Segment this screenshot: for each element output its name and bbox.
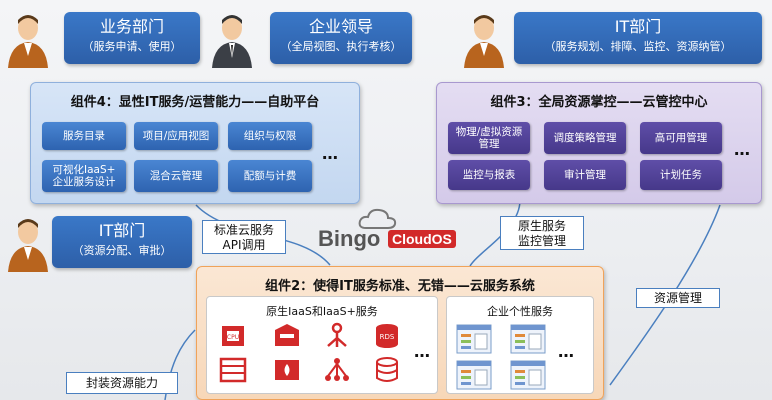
callout-resource-mgmt: 资源管理 (636, 288, 720, 308)
database-icon[interactable] (372, 356, 402, 384)
logo-bingo-text: Bingo (318, 226, 381, 251)
role-leader-subtitle: （全局视图、执行考核） (280, 40, 402, 53)
native-services-title: 原生IaaS和IaaS+服务 (266, 305, 378, 318)
native-more: … (414, 342, 431, 361)
enterprise-services-title: 企业个性服务 (487, 305, 553, 318)
enterprise-more: … (558, 342, 575, 361)
storage-icon[interactable] (272, 322, 302, 350)
role-it-top-subtitle: （服务规划、排障、监控、资源纳管） (544, 40, 732, 53)
c3-item-3[interactable]: 监控与报表 (448, 160, 530, 190)
callout-native-monitor: 原生服务 监控管理 (500, 216, 584, 250)
business-person-icon (8, 15, 48, 68)
role-it-top: IT部门 （服务规划、排障、监控、资源纳管） (514, 12, 762, 64)
logo-cloudos-text: CloudOS (388, 230, 456, 248)
rds-icon-label: RDS (380, 333, 395, 341)
enterprise-app-icon-4[interactable] (510, 360, 546, 390)
it-left-person-icon (8, 219, 48, 272)
role-it-left: IT部门 （资源分配、审批） (52, 216, 192, 268)
leader-person-icon (212, 15, 252, 68)
loadbalancer-icon[interactable] (322, 356, 352, 384)
it-top-person-icon (464, 15, 504, 68)
c3-item-4[interactable]: 审计管理 (544, 160, 626, 190)
component2-title: 组件2：使得IT服务标准、无错——云服务系统 (265, 279, 535, 294)
c3-item-0[interactable]: 物理/虚拟资源 管理 (448, 122, 530, 154)
role-leader: 企业领导 （全局视图、执行考核） (270, 12, 412, 64)
firewall-icon[interactable] (272, 356, 302, 384)
c4-more: … (322, 144, 339, 163)
role-leader-title: 企业领导 (308, 17, 373, 36)
cloud-logo-icon (358, 208, 397, 229)
role-it-top-title: IT部门 (614, 17, 662, 36)
cpu-icon-label: CPU (227, 334, 239, 341)
network-icon[interactable] (322, 322, 352, 350)
callout-std-service: 标准云服务 API调用 (202, 220, 286, 254)
c3-item-5[interactable]: 计划任务 (640, 160, 722, 190)
c3-item-2[interactable]: 高可用管理 (640, 122, 722, 154)
panel-icon[interactable] (218, 356, 248, 384)
c4-item-0[interactable]: 服务目录 (42, 122, 126, 150)
callout-encapsulate: 封装资源能力 (66, 372, 178, 394)
rds-icon[interactable]: RDS (372, 322, 402, 350)
c3-more: … (734, 140, 751, 159)
c4-item-5[interactable]: 配额与计费 (228, 160, 312, 192)
component3-title: 组件3：全局资源掌控——云管控中心 (490, 95, 708, 110)
c4-item-2[interactable]: 组织与权限 (228, 122, 312, 150)
c4-item-1[interactable]: 项目/应用视图 (134, 122, 218, 150)
role-it-left-subtitle: （资源分配、审批） (72, 244, 172, 257)
role-business: 业务部门 （服务申请、使用） (64, 12, 200, 64)
role-it-left-title: IT部门 (98, 221, 146, 240)
role-business-title: 业务部门 (99, 17, 164, 36)
enterprise-app-icon-2[interactable] (510, 324, 546, 354)
role-business-subtitle: （服务申请、使用） (82, 40, 182, 53)
bingo-cloudos-logo: Bingo CloudOS (318, 208, 478, 254)
c3-item-1[interactable]: 调度策略管理 (544, 122, 626, 154)
enterprise-app-icon-3[interactable] (456, 360, 492, 390)
enterprise-app-icon-1[interactable] (456, 324, 492, 354)
cpu-icon[interactable]: CPU (218, 322, 248, 350)
c4-item-4[interactable]: 混合云管理 (134, 160, 218, 192)
component4-title: 组件4：显性IT服务/运营能力——自助平台 (70, 95, 320, 110)
c4-item-3[interactable]: 可视化IaaS+ 企业服务设计 (42, 160, 126, 192)
